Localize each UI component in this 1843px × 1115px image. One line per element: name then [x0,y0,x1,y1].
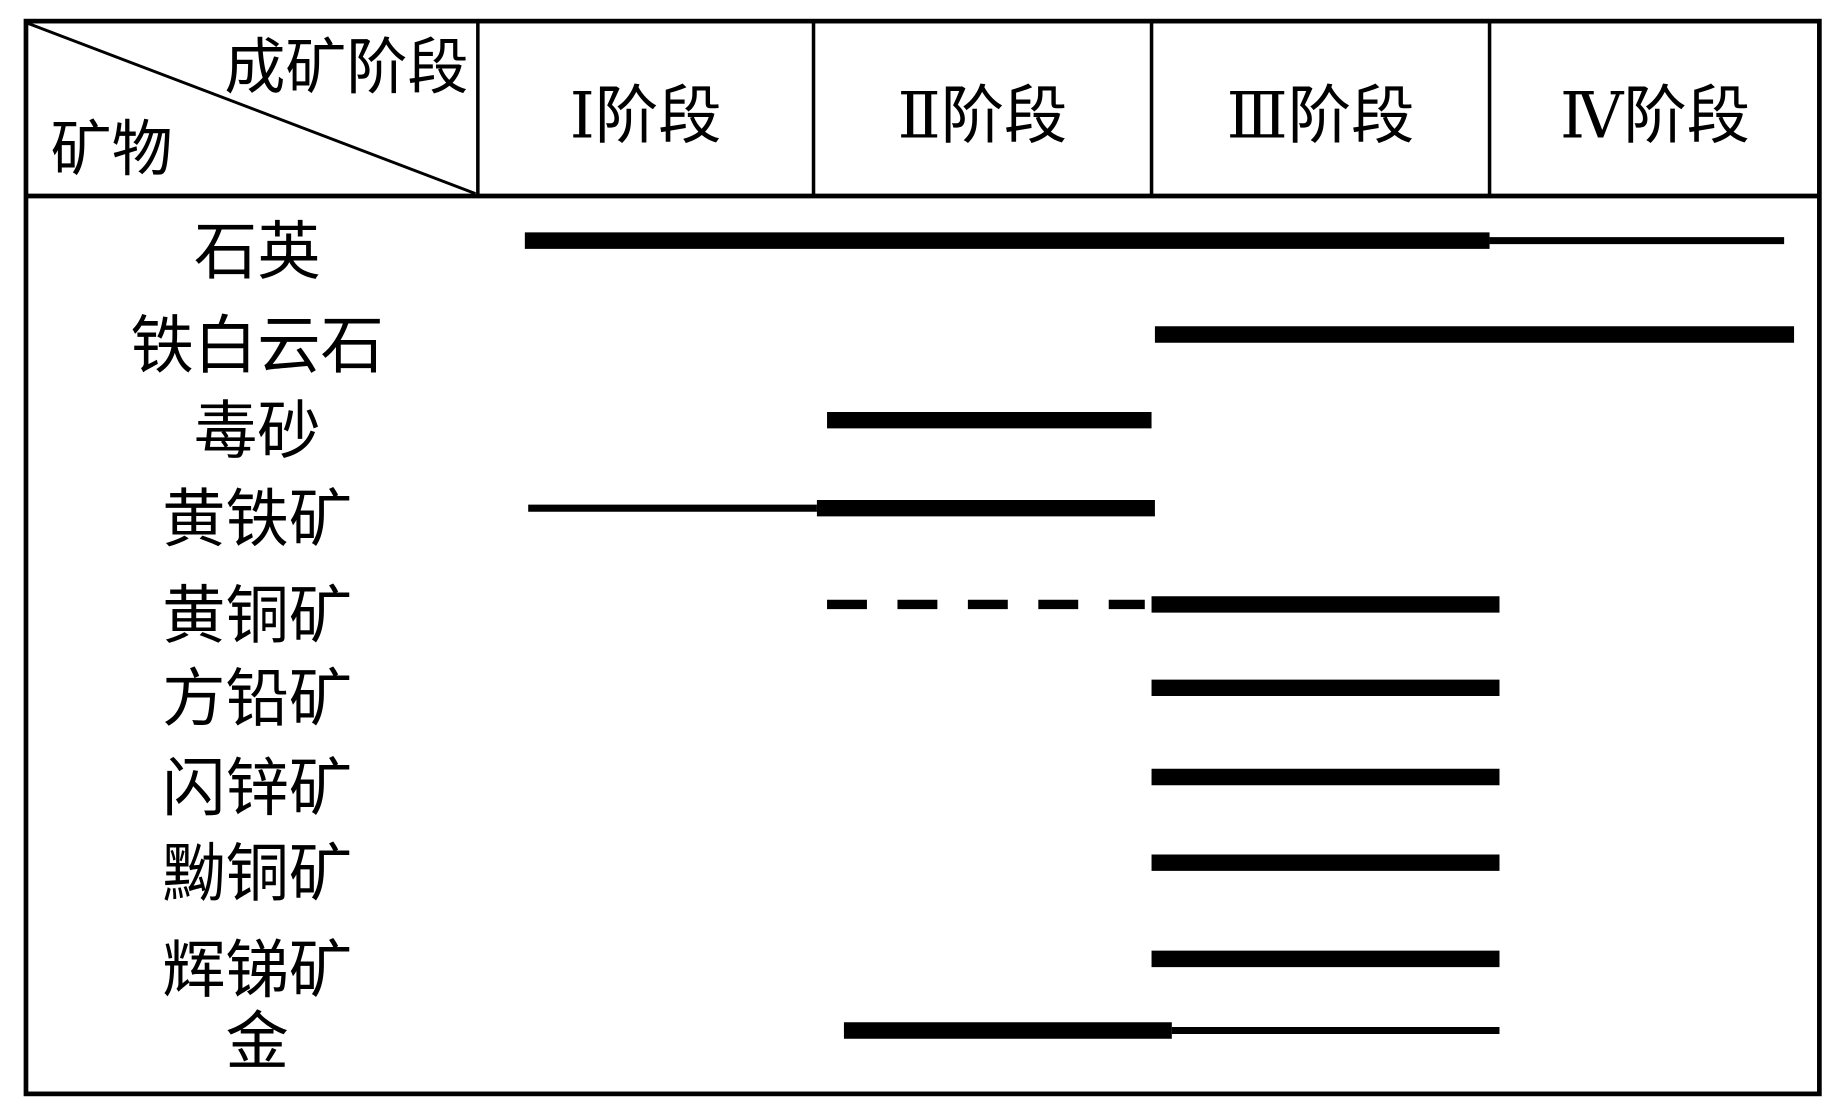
mineral-label: 铁白云石 [130,308,383,382]
stage-header-1: Ⅰ阶段 [570,78,722,152]
mineral-label: 毒砂 [194,394,321,468]
mineral-label: 石英 [194,214,321,288]
corner-diagonal [27,22,477,196]
corner-label-stage: 成矿阶段 [224,32,468,103]
stage-header-4: Ⅳ阶段 [1560,78,1750,152]
table-border [23,18,1822,1097]
corner-label-mineral: 矿物 [51,114,173,185]
stage-header-3: Ⅲ阶段 [1227,78,1415,152]
mineral-label: 黝铜矿 [162,837,352,911]
mineral-label: 辉锑矿 [162,933,352,1007]
stage-header-2: Ⅱ阶段 [898,78,1068,152]
mineral-label: 黄铁矿 [162,482,352,556]
mineral-label: 金 [226,1004,289,1078]
mineral-label: 闪锌矿 [162,751,352,825]
mineral-label: 方铅矿 [162,662,352,736]
mineral-label: 黄铜矿 [162,578,352,652]
